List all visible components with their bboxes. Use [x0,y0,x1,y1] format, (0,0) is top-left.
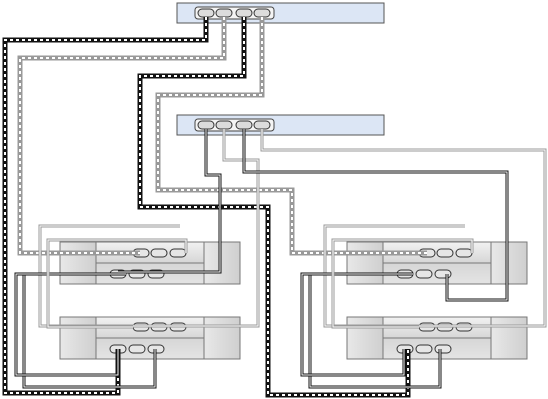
cable-dashed-gray [17,17,227,256]
controller-top-ports [197,8,271,18]
cable-solid-gray [331,238,474,329]
cable-solid-black [242,129,509,302]
port-icon [215,120,233,130]
port-icon [215,8,233,18]
cable-solid-black [118,129,222,274]
cable-solid-gray [38,129,260,328]
controller-top [176,2,385,24]
cable-solid-gray [260,129,547,328]
port-icon [253,120,271,130]
controller-bottom-ports [197,120,271,130]
port-icon [235,120,253,130]
cable-solid-gray [46,238,188,329]
port-icon [253,8,271,18]
port-icon [197,8,215,18]
shelf-left-top [59,241,241,285]
cable-dashed-gray [155,17,427,256]
io-module-upper [132,248,187,258]
shelf-left-bottom [59,316,241,360]
port-icon [235,8,253,18]
controller-bottom [176,114,385,136]
cable-solid-black [300,272,413,377]
port-icon [197,120,215,130]
shelf-right-top [346,241,528,285]
io-module-lower [396,269,452,279]
cable-solid-black [14,272,126,377]
shelf-right-bottom [346,316,528,360]
cable-dashed-black [137,17,411,398]
